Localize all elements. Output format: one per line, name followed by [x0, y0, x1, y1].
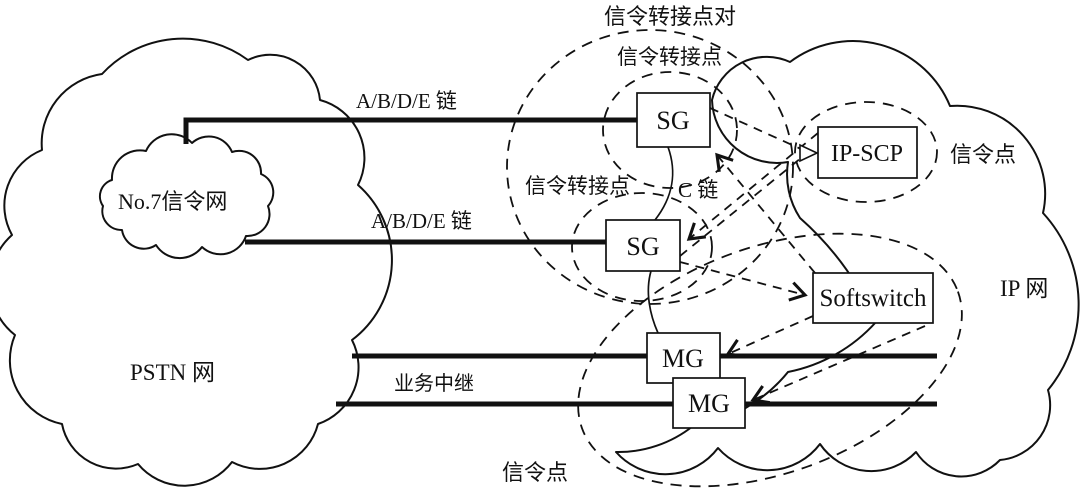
sg2-label: SG — [626, 232, 659, 261]
mg2-box — [672, 377, 746, 429]
c-link-line — [654, 146, 674, 221]
link-softswitch-mg1 — [725, 315, 814, 358]
abde-link-label-top: A/B/D/E 链 — [356, 89, 457, 113]
mg1-label: MG — [662, 344, 704, 373]
stp-lower-zone-ellipse — [571, 192, 713, 302]
pstn-cloud — [0, 37, 393, 487]
stp-upper-zone-ellipse — [602, 71, 738, 189]
stp-pair-label: 信令转接点对 — [604, 4, 736, 29]
ip-cloud — [615, 40, 1080, 478]
pstn-cloud-label: PSTN 网 — [130, 360, 215, 385]
ipscp-arrowhead-icon — [799, 143, 819, 163]
trunk-label: 业务中继 — [394, 372, 474, 395]
signalling-point-bottom-label: 信令点 — [502, 460, 568, 485]
link-sg2-softswitch — [679, 261, 808, 302]
stp-upper-label: 信令转接点 — [617, 45, 722, 69]
abde-link-line-1 — [183, 117, 637, 144]
signalling-point-zone-ellipse — [577, 232, 963, 488]
c-link-label: C 链 — [678, 178, 718, 202]
abde-link-label-mid: A/B/D/E 链 — [371, 209, 472, 233]
link-sg1-ipscp — [709, 107, 802, 150]
ip-cloud-label: IP 网 — [1000, 276, 1048, 301]
link-ipscp-sg2 — [686, 132, 819, 241]
mg2-label: MG — [688, 389, 730, 418]
sg1-box — [636, 92, 711, 148]
link-sg2-ipscp — [679, 157, 802, 257]
sg2-box — [605, 219, 681, 272]
softswitch-box — [812, 272, 934, 324]
no7-signalling-cloud — [98, 133, 275, 260]
no7-cloud-label: No.7信令网 — [118, 189, 227, 214]
softswitch-label: Softswitch — [820, 285, 927, 312]
stp-lower-label: 信令转接点 — [525, 174, 630, 198]
ip-scp-zone-ellipse — [794, 101, 938, 203]
ipscp-box — [817, 126, 918, 179]
ipscp-label: IP-SCP — [831, 141, 903, 167]
sg2-mg1-line — [647, 270, 659, 334]
signalling-point-right-label: 信令点 — [950, 142, 1016, 167]
sg1-label: SG — [656, 106, 689, 135]
